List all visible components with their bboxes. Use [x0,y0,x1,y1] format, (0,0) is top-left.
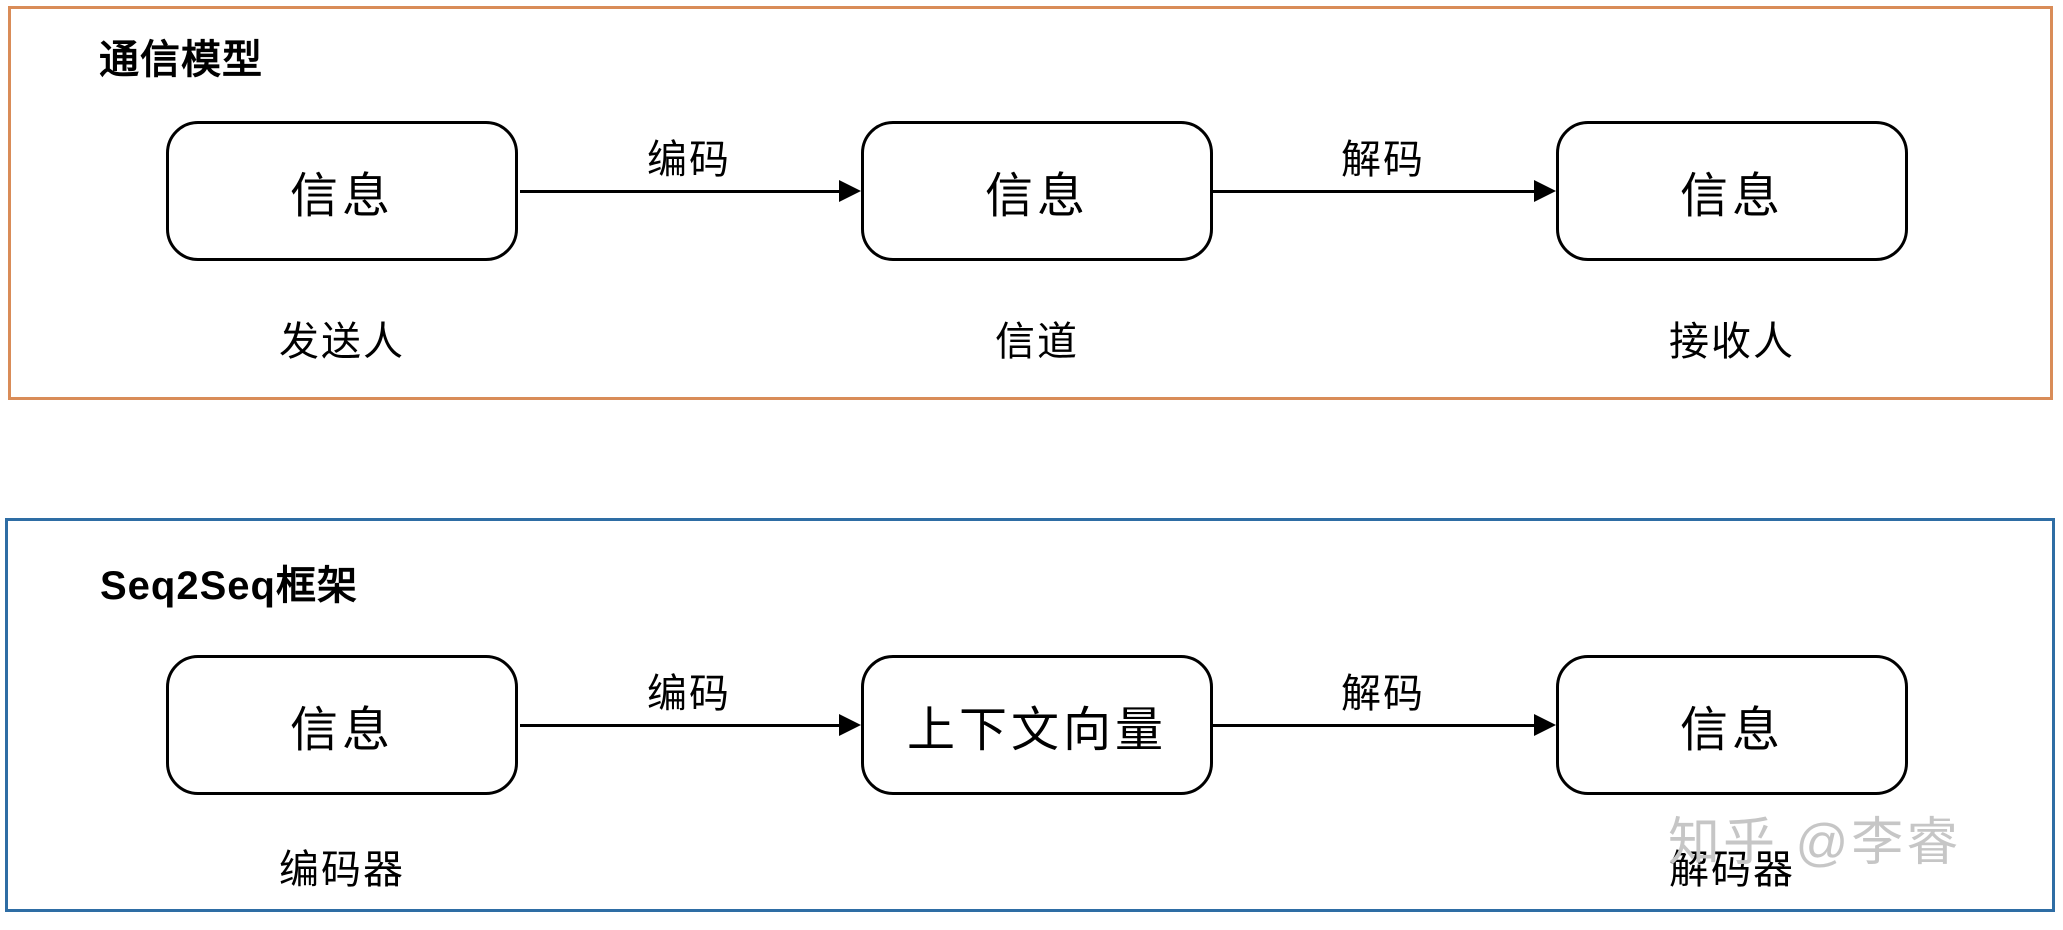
encode-edge-label: 编码 [647,138,731,182]
encode-arrowhead-icon [839,180,861,202]
receiver-message-box: 信息 [1556,121,1908,261]
seq2seq-decode-arrow [1213,714,1556,736]
sender-caption: 发送人 [279,320,405,364]
receiver-caption: 接收人 [1669,320,1795,364]
seq2seq-decode-arrowhead-icon [1534,714,1556,736]
channel-caption: 信道 [995,320,1079,364]
encode-arrow [520,180,861,202]
channel-message-label: 信息 [984,170,1089,223]
communication-model-panel: 通信模型 信息 信息 信息 编码 解码 发送人 信道 接收人 [8,6,2053,400]
seq2seq-decode-edge-label: 解码 [1341,672,1425,716]
decode-arrow-line [1213,190,1540,193]
seq2seq-framework-title: Seq2Seq框架 [100,564,358,608]
context-vector-box: 上下文向量 [861,655,1213,795]
decoder-caption: 解码器 [1669,848,1795,892]
channel-message-box: 信息 [861,121,1213,261]
decode-edge-label: 解码 [1341,138,1425,182]
decode-arrow [1213,180,1556,202]
seq2seq-encode-arrow [520,714,861,736]
zhihu-watermark: 知乎 @李睿 [1668,814,1962,872]
sender-message-box: 信息 [166,121,518,261]
decoder-message-label: 信息 [1679,704,1784,757]
communication-model-title: 通信模型 [99,38,263,82]
encoder-message-box: 信息 [166,655,518,795]
encode-arrow-line [520,190,845,193]
seq2seq-encode-arrow-line [520,724,845,727]
seq2seq-framework-panel: Seq2Seq框架 信息 上下文向量 信息 编码 解码 编码器 解码器 [5,518,2055,912]
receiver-message-label: 信息 [1679,170,1784,223]
encoder-caption: 编码器 [279,848,405,892]
encoder-message-label: 信息 [289,704,394,757]
sender-message-label: 信息 [289,170,394,223]
context-vector-label: 上下文向量 [906,704,1167,757]
seq2seq-encode-edge-label: 编码 [647,672,731,716]
decode-arrowhead-icon [1534,180,1556,202]
decoder-message-box: 信息 [1556,655,1908,795]
seq2seq-decode-arrow-line [1213,724,1540,727]
seq2seq-encode-arrowhead-icon [839,714,861,736]
